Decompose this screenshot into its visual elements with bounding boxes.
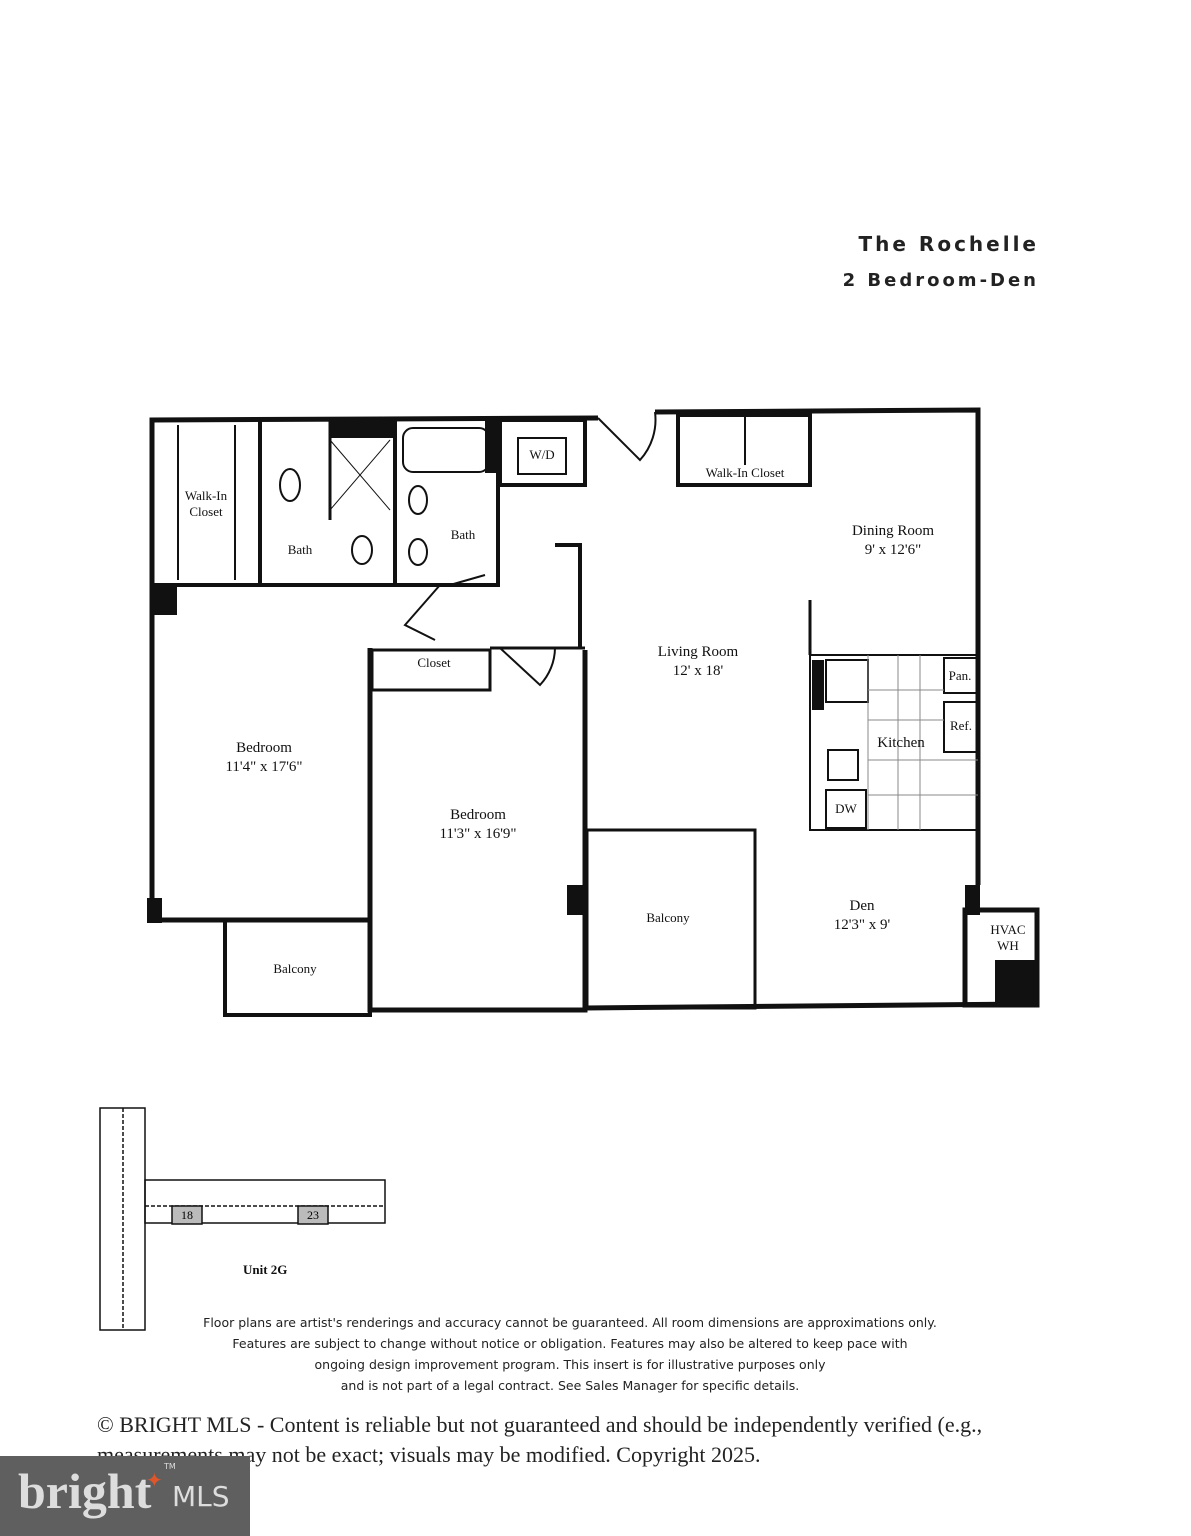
star-icon: ✦ — [146, 1470, 163, 1492]
room-label-ref: Ref. — [949, 718, 973, 733]
key-plan-marker-18: 18 — [181, 1208, 193, 1222]
bright-mls-logo: bright ✦ TM MLS — [0, 1456, 250, 1536]
room-label-closet: Closet — [417, 655, 451, 670]
key-plan — [99, 1107, 386, 1331]
plan-name: The Rochelle — [858, 232, 1039, 256]
room-label-balcony-2: Balcony — [646, 910, 690, 925]
unit-label: Unit 2G — [243, 1262, 288, 1277]
room-label-dw: DW — [835, 801, 857, 816]
room-label-walk-in-closet-top: Walk-In Closet — [705, 465, 785, 480]
room-label-pantry: Pan. — [948, 668, 972, 683]
room-label-kitchen: Kitchen — [877, 735, 925, 751]
room-label-wd: W/D — [529, 447, 555, 462]
room-label-bath-2: Bath — [450, 527, 476, 542]
room-label-balcony-1: Balcony — [273, 961, 317, 976]
room-label-bath-1: Bath — [287, 542, 313, 557]
key-plan-marker-23: 23 — [307, 1208, 319, 1222]
disclaimer: Floor plans are artist's renderings and … — [203, 1315, 937, 1393]
room-label-walk-in-closet-left: Walk-In Closet — [184, 488, 228, 520]
plan-type: 2 Bedroom-Den — [842, 270, 1039, 291]
copyright-notice: © BRIGHT MLS - Content is reliable but n… — [97, 1412, 983, 1467]
